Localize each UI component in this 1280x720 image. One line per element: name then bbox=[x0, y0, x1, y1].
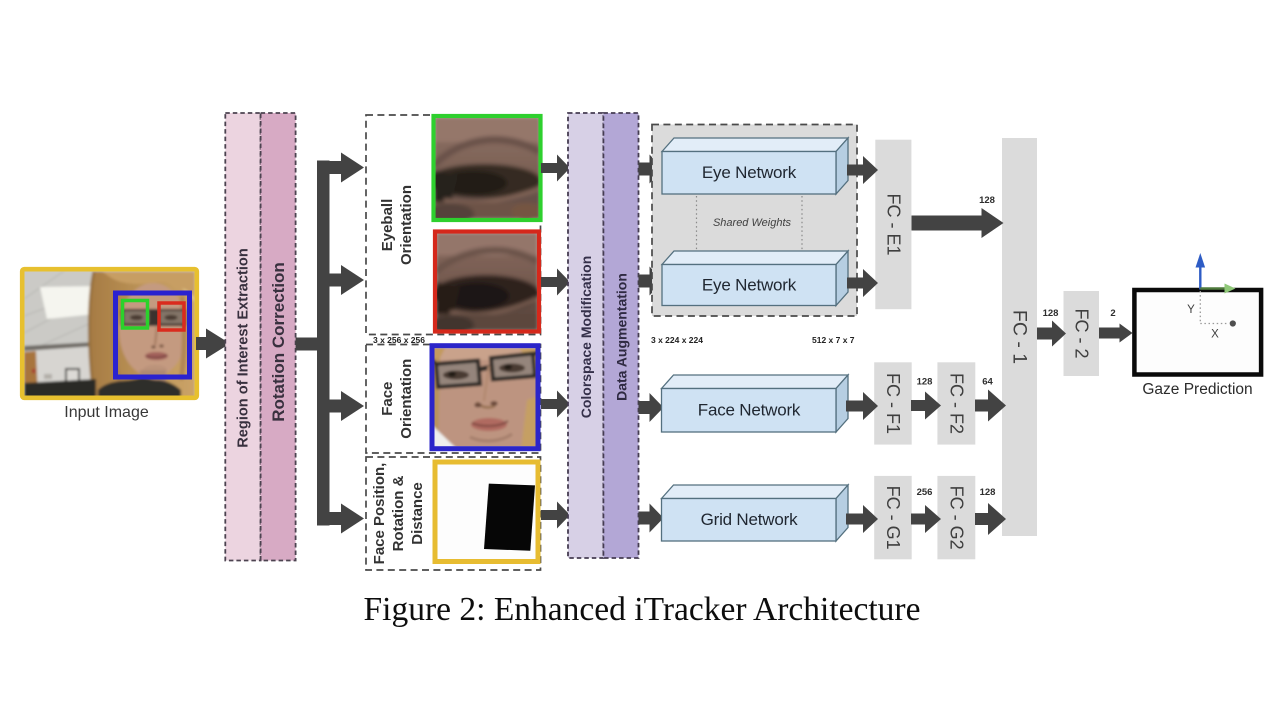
svg-text:128: 128 bbox=[917, 377, 933, 388]
svg-text:3 x 224 x 224: 3 x 224 x 224 bbox=[651, 335, 703, 345]
svg-text:128: 128 bbox=[980, 487, 996, 498]
svg-text:Eye Network: Eye Network bbox=[702, 163, 797, 182]
svg-text:Input Image: Input Image bbox=[64, 404, 149, 421]
svg-text:X: X bbox=[1211, 329, 1219, 341]
svg-text:256: 256 bbox=[917, 487, 933, 498]
svg-text:Data Augmentation: Data Augmentation bbox=[613, 273, 629, 401]
svg-text:2: 2 bbox=[1110, 308, 1115, 319]
svg-text:128: 128 bbox=[1043, 308, 1059, 319]
svg-text:3 x 256 x 256: 3 x 256 x 256 bbox=[373, 335, 425, 345]
svg-text:Face Network: Face Network bbox=[698, 401, 801, 420]
svg-text:FC - G2: FC - G2 bbox=[946, 486, 966, 550]
svg-text:FC - E1: FC - E1 bbox=[883, 193, 903, 255]
svg-text:FC - G1: FC - G1 bbox=[883, 486, 903, 550]
svg-text:FC - 2: FC - 2 bbox=[1071, 308, 1091, 358]
svg-text:Rotation Correction: Rotation Correction bbox=[269, 262, 288, 422]
svg-text:Region of Interest Extraction: Region of Interest Extraction bbox=[236, 248, 252, 448]
svg-text:FC - 1: FC - 1 bbox=[1009, 310, 1031, 364]
svg-text:Figure 2: Enhanced iTracker Ar: Figure 2: Enhanced iTracker Architecture bbox=[364, 591, 921, 628]
svg-text:Grid Network: Grid Network bbox=[701, 510, 798, 529]
svg-text:Colorspace Modification: Colorspace Modification bbox=[578, 256, 594, 419]
svg-text:Shared Weights: Shared Weights bbox=[713, 217, 792, 229]
svg-text:512 x 7 x 7: 512 x 7 x 7 bbox=[812, 335, 855, 345]
svg-text:64: 64 bbox=[982, 377, 993, 388]
svg-text:FC - F2: FC - F2 bbox=[946, 373, 966, 434]
svg-text:Face Position,Rotation &Distan: Face Position,Rotation &Distance bbox=[371, 463, 426, 565]
svg-text:Gaze Prediction: Gaze Prediction bbox=[1142, 381, 1252, 398]
svg-text:FC - F1: FC - F1 bbox=[883, 373, 903, 434]
svg-text:128: 128 bbox=[979, 195, 995, 206]
svg-text:Eye Network: Eye Network bbox=[702, 276, 797, 295]
svg-text:Y: Y bbox=[1187, 304, 1195, 316]
